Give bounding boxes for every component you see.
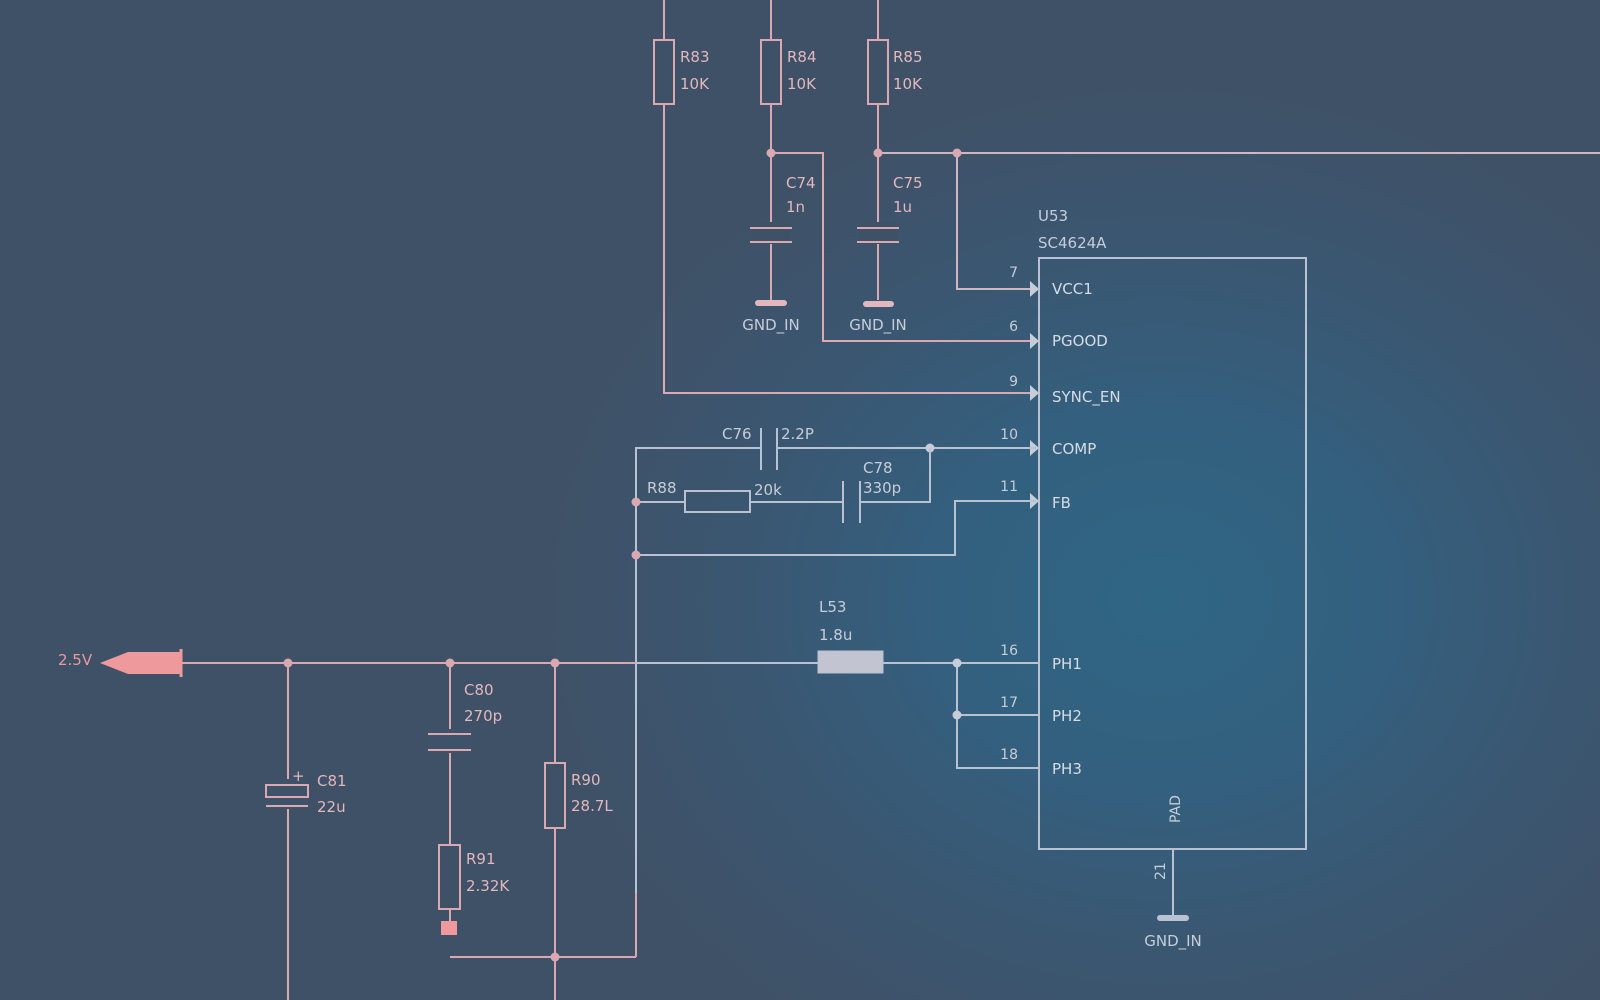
- pin-name-comp: COMP: [1052, 440, 1096, 458]
- junction-r84: [766, 148, 776, 158]
- c75-value: 1u: [893, 198, 912, 216]
- r84-ref: R84: [787, 48, 817, 66]
- r90-resistor[interactable]: R90 28.7L: [544, 663, 613, 1000]
- pin-name-pgood: PGOOD: [1052, 332, 1108, 350]
- junction-c80: [445, 658, 455, 668]
- gnd-label: GND_IN: [1144, 932, 1202, 951]
- junction-c81: [283, 658, 293, 668]
- r91-terminal: [441, 921, 457, 935]
- r88-value: 20k: [754, 481, 782, 499]
- pin-arrow-pgood: [1030, 333, 1039, 349]
- wire-fb: [636, 500, 1036, 556]
- r85-resistor[interactable]: R85 10K: [867, 0, 923, 105]
- pin-number: 7: [1009, 265, 1018, 281]
- c74-value: 1n: [786, 198, 805, 216]
- pin-name-ph3: PH3: [1052, 760, 1082, 778]
- c75-ref: C75: [893, 174, 923, 192]
- junction-ph1: [952, 658, 962, 668]
- net-port-arrow: [100, 652, 181, 674]
- l53-inductor[interactable]: L53 1.8u: [817, 598, 884, 674]
- junction-r90: [550, 658, 560, 668]
- c81-capacitor[interactable]: + C81 22u: [265, 663, 347, 1000]
- c74-capacitor[interactable]: C74 1n: [750, 174, 816, 244]
- r90-value: 28.7L: [571, 797, 613, 815]
- ic-ref: U53: [1038, 207, 1068, 225]
- c81-polarity: +: [292, 767, 305, 785]
- net-port-2v5[interactable]: 2.5V: [58, 649, 183, 677]
- c76-capacitor[interactable]: C76 2.2P: [722, 425, 814, 470]
- pin-name-sync-en: SYNC_EN: [1052, 388, 1121, 407]
- c75-capacitor[interactable]: C75 1u: [857, 174, 923, 244]
- gnd-symbol-pad: GND_IN: [1144, 915, 1202, 951]
- pad-number: 21: [1153, 862, 1169, 880]
- wire-vcc1: [956, 153, 1036, 290]
- wire-sync-en: [663, 104, 1036, 394]
- pin-number: 6: [1009, 319, 1018, 335]
- wire-c78-comp: [860, 448, 931, 503]
- junction-vcc: [952, 148, 962, 158]
- gnd-symbol-c75: GND_IN: [849, 301, 907, 335]
- junction-r88: [631, 497, 641, 507]
- c80-ref: C80: [464, 681, 494, 699]
- pin-number: 18: [1000, 747, 1018, 763]
- wire-comp-left: [635, 447, 760, 893]
- ic-part: SC4624A: [1038, 234, 1107, 252]
- pin-arrow-vcc1: [1030, 281, 1039, 297]
- pin-arrow-sync-en: [1030, 385, 1039, 401]
- gnd-label: GND_IN: [742, 316, 800, 335]
- r88-ref: R88: [647, 479, 677, 497]
- c81-value: 22u: [317, 798, 346, 816]
- pin-number: 16: [1000, 643, 1018, 659]
- c78-value: 330p: [863, 479, 901, 497]
- c74-ref: C74: [786, 174, 816, 192]
- ic-u53[interactable]: U53 SC4624A 7 6 9 10 11 16 17 18 VCC1 PG…: [1000, 207, 1307, 915]
- c81-ref: C81: [317, 772, 347, 790]
- pin-number: 9: [1009, 374, 1018, 390]
- junction-r85: [873, 148, 883, 158]
- r84-value: 10K: [787, 75, 817, 93]
- c80-capacitor[interactable]: C80 270p: [428, 663, 502, 845]
- pin-name-fb: FB: [1052, 494, 1071, 512]
- wire-ph3: [956, 663, 1039, 769]
- r91-ref: R91: [466, 850, 496, 868]
- junction-bottom: [550, 952, 560, 962]
- r91-resistor[interactable]: R91 2.32K: [438, 844, 510, 935]
- pin-name-ph1: PH1: [1052, 655, 1082, 673]
- r83-value: 10K: [680, 75, 710, 93]
- c76-value: 2.2P: [781, 425, 814, 443]
- c76-ref: C76: [722, 425, 752, 443]
- pin-number: 11: [1000, 479, 1018, 495]
- l53-ref: L53: [819, 598, 846, 616]
- r84-resistor[interactable]: R84 10K: [760, 0, 817, 105]
- gnd-symbol-c74: GND_IN: [742, 300, 800, 335]
- pin-number: 10: [1000, 427, 1018, 443]
- r91-value: 2.32K: [466, 877, 510, 895]
- junction-fb: [631, 550, 641, 560]
- r85-value: 10K: [893, 75, 923, 93]
- wire-pgood: [771, 152, 1036, 342]
- r90-ref: R90: [571, 771, 601, 789]
- c78-capacitor[interactable]: C78 330p: [842, 459, 901, 523]
- pad-name: PAD: [1168, 795, 1184, 823]
- pin-name-vcc1: VCC1: [1052, 280, 1093, 298]
- c80-value: 270p: [464, 707, 502, 725]
- pin-number: 17: [1000, 695, 1018, 711]
- junction-ph2: [952, 710, 962, 720]
- r88-resistor[interactable]: R88 20k: [647, 479, 782, 513]
- r83-resistor[interactable]: R83 10K: [653, 0, 710, 105]
- l53-value: 1.8u: [819, 626, 852, 644]
- gnd-label: GND_IN: [849, 316, 907, 335]
- r85-ref: R85: [893, 48, 923, 66]
- r83-ref: R83: [680, 48, 710, 66]
- pin-name-ph2: PH2: [1052, 707, 1082, 725]
- c78-ref: C78: [863, 459, 893, 477]
- net-port-label: 2.5V: [58, 651, 93, 669]
